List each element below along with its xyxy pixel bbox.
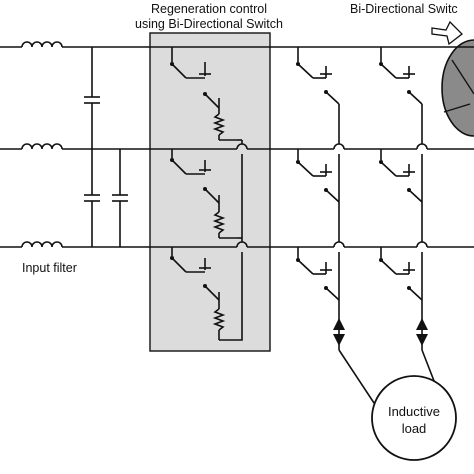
zoom-switch-line [451, 59, 474, 95]
load-lead-left [338, 349, 377, 407]
regen-control-box [149, 32, 271, 352]
matrix-switch-column-2 [379, 47, 423, 310]
input-filter-label: Input filter [22, 261, 77, 275]
inductor-phase-a [0, 41, 63, 48]
inductor-phase-c [0, 241, 63, 248]
matrix-switch-column-1 [296, 47, 340, 310]
current-arrow-left [333, 310, 345, 350]
input-filter-capacitors [84, 47, 128, 247]
current-arrow-right [416, 310, 428, 350]
inductor-phase-b [0, 143, 63, 150]
zoom-switch-line-2 [443, 103, 471, 113]
regen-branch-c [170, 247, 226, 340]
regen-label-line1: Regeneration control [151, 2, 267, 16]
bidir-switch-zoom [441, 39, 474, 137]
zoom-arrow [431, 20, 463, 46]
bidir-switch-label: Bi-Directional Switc [350, 2, 458, 16]
regen-branch-b [170, 149, 237, 239]
regen-branch-a [170, 47, 237, 141]
inductive-load [371, 375, 457, 461]
regen-label-line2: using Bi-Directional Switch [135, 17, 283, 31]
load-label-line1: Inductive [388, 404, 440, 419]
load-label-line2: load [402, 421, 427, 436]
